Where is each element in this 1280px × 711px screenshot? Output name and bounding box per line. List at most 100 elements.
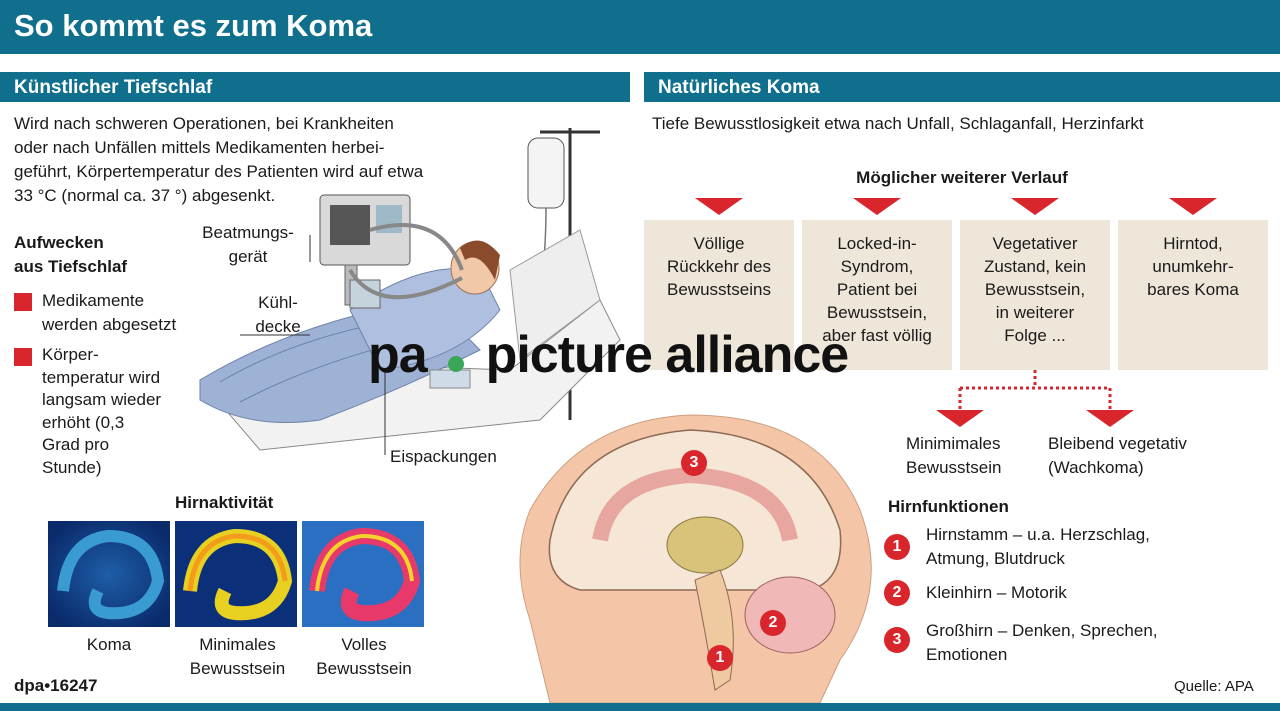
wake-heading-line: aus Tiefschlaf	[14, 257, 128, 276]
wake-item-line: Körper-	[42, 345, 99, 364]
patient-illustration	[199, 128, 621, 455]
sub-outcome-vegetative: Bleibend vegetativ (Wachkoma)	[1048, 432, 1187, 480]
brain-scans	[48, 521, 424, 627]
outcome-line: Bewusstseins	[667, 280, 771, 299]
scan-label-line: Bewusstsein	[189, 659, 286, 678]
wake-item-2: Körper- temperatur wird langsam wieder e…	[42, 344, 161, 479]
wake-item-line: erhöht (0,3	[42, 412, 125, 432]
outcome-3-text: Vegetativer Zustand, kein Bewusstsein, i…	[960, 232, 1110, 347]
left-intro-line: Wird nach schweren Operationen, bei Kran…	[14, 114, 394, 133]
ventilator-label-line: gerät	[228, 247, 268, 266]
cerebellum	[744, 576, 836, 654]
sub-outcome-line: Bleibend vegetativ	[1048, 434, 1187, 453]
outcome-line: Rückkehr des	[667, 257, 771, 276]
left-intro-line: geführt, Körpertemperatur des Patienten …	[14, 162, 424, 181]
outcome-line: unumkehr-	[1152, 257, 1234, 276]
outcome-line: Zustand, kein	[983, 257, 1087, 276]
function-num-1: 1	[884, 534, 910, 560]
outcome-line: in weiterer	[995, 303, 1075, 322]
function-line: Großhirn – Denken, Sprechen,	[926, 621, 1158, 640]
source: Quelle: APA	[1174, 678, 1254, 695]
arrow-down-icon	[1011, 198, 1059, 215]
sub-outcome-line: Bewusstsein	[906, 458, 1002, 477]
outcome-line: Syndrom,	[840, 257, 914, 276]
left-intro-line: 33 °C (normal ca. 37 °) abgesenkt.	[14, 186, 276, 205]
right-section-header: Natürliches Koma	[644, 72, 1280, 102]
brain-illustration	[519, 414, 872, 703]
wake-item-1: Medikamente werden abgesetzt	[42, 289, 176, 337]
brain-marker-1: 1	[707, 645, 733, 671]
scan-label-line: Minimales	[199, 635, 276, 654]
bullet-square	[14, 348, 32, 366]
left-intro: Wird nach schweren Operationen, bei Kran…	[14, 112, 514, 208]
functions-heading: Hirnfunktionen	[888, 497, 1009, 516]
function-1: Hirnstamm – u.a. Herzschlag, Atmung, Blu…	[926, 523, 1150, 571]
title-bar: So kommt es zum Koma	[0, 0, 1280, 54]
outcome-line: Folge ...	[1004, 326, 1066, 345]
function-line: Emotionen	[926, 645, 1008, 664]
scan-label-full: Volles Bewusstsein	[302, 633, 426, 681]
function-line: Atmung, Blutdruck	[926, 549, 1065, 568]
arrow-down-icon	[936, 410, 984, 427]
watermark-dot	[448, 356, 465, 372]
arrow-down-icon	[1086, 410, 1134, 427]
outcome-2-text: Locked-in- Syndrom, Patient bei Bewussts…	[802, 232, 952, 347]
outcome-line: Bewusstsein,	[826, 303, 928, 322]
outcome-box-1: Völlige	[644, 220, 794, 370]
ice-packs-label: Eispackungen	[390, 447, 497, 466]
cerebrum	[548, 429, 842, 591]
outcome-line: Patient bei	[836, 280, 918, 299]
wake-item-line: Stunde)	[42, 457, 102, 477]
course-connector	[936, 370, 1134, 427]
ventilator-label: Beatmungs- gerät	[190, 221, 306, 269]
watermark-left: pa	[368, 326, 428, 384]
wake-item-line: langsam wieder	[42, 390, 162, 409]
outcome-line: Locked-in-	[837, 234, 917, 253]
outcome-line: Bewusstsein,	[984, 280, 1086, 299]
sub-outcome-line: Minimimales	[906, 434, 1001, 453]
scan-label-line: Koma	[86, 635, 132, 654]
outcome-line: Hirntod,	[1163, 234, 1223, 253]
outcome-box-3	[960, 220, 1110, 370]
brain-marker-2: 2	[760, 610, 786, 636]
brain-activity-heading: Hirnaktivität	[175, 493, 274, 512]
page-title: So kommt es zum Koma	[14, 8, 373, 43]
left-intro-line: oder nach Unfällen mittels Medikamenten …	[14, 138, 385, 157]
iv-bag	[527, 137, 565, 209]
function-2: Kleinhirn – Motorik	[926, 581, 1067, 605]
outcome-line: Vegetativer	[992, 234, 1078, 253]
outcome-line: Völlige	[693, 234, 745, 253]
watermark-right: picture alliance	[485, 326, 850, 384]
cooling-blanket-label-line: decke	[255, 317, 301, 336]
wake-heading-line: Aufwecken	[14, 233, 104, 252]
function-num-3: 3	[884, 627, 910, 653]
sub-outcome-line: (Wachkoma)	[1048, 458, 1144, 477]
wake-heading: Aufwecken aus Tiefschlaf	[14, 231, 127, 279]
function-line: Kleinhirn – Motorik	[926, 583, 1067, 602]
bullet-square	[14, 293, 32, 311]
arrow-down-icon	[695, 198, 743, 215]
ventilator-label-line: Beatmungs-	[202, 223, 294, 242]
function-num-2: 2	[884, 580, 910, 606]
function-3: Großhirn – Denken, Sprechen, Emotionen	[926, 619, 1158, 667]
outcome-line: bares Koma	[1147, 280, 1239, 299]
scan-label-minimal: Minimales Bewusstsein	[170, 633, 305, 681]
right-intro: Tiefe Bewusstlosigkeit etwa nach Unfall,…	[652, 114, 1144, 133]
scan-label-line: Volles	[341, 635, 387, 654]
outcome-box-4	[1118, 220, 1268, 370]
outcome-box-2	[802, 220, 952, 370]
watermark: pa picture alliance	[368, 325, 850, 385]
wake-item-line: werden abgesetzt	[42, 315, 177, 334]
sub-outcome-minimal: Minimimales Bewusstsein	[906, 432, 1001, 480]
wake-item-line: Medikamente	[42, 291, 145, 310]
wake-item-line: Grad pro	[42, 435, 110, 454]
outcome-line: aber fast völlig	[822, 326, 932, 345]
credit: dpa•16247	[14, 676, 98, 695]
bottom-bar	[0, 703, 1280, 711]
scan-label-line: Bewusstsein	[316, 659, 412, 678]
left-section-header: Künstlicher Tiefschlaf	[0, 72, 630, 102]
arrow-down-icon	[1169, 198, 1217, 215]
outcome-1-rest: Rückkehr des Bewusstseins	[644, 255, 794, 301]
left-section-title: Künstlicher Tiefschlaf	[14, 77, 213, 98]
right-section-title: Natürliches Koma	[658, 77, 820, 98]
